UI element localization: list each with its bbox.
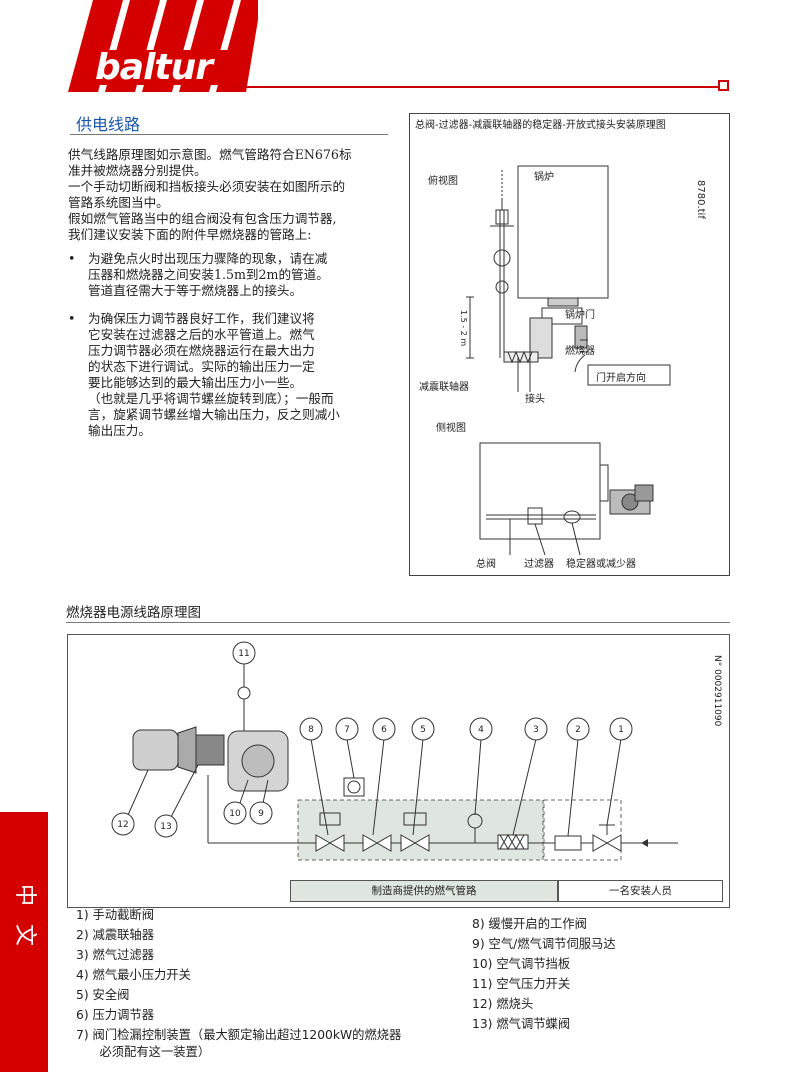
bullet-line: 为确保压力调节器良好工作，我们建议将 bbox=[88, 311, 315, 326]
legend-right: 8) 缓慢开启的工作阀 9) 空气/燃气调节伺服马达 10) 空气调节挡板 11… bbox=[472, 914, 730, 1034]
intro-line: 供气线路原理图如示意图。燃气管路符合EN676标 bbox=[68, 147, 352, 162]
header-rule-end bbox=[718, 80, 729, 91]
callout-1: 1 bbox=[618, 725, 624, 735]
legend-item: 必须配有这一装置） bbox=[76, 1045, 211, 1059]
callout-9: 9 bbox=[258, 809, 264, 819]
legend-item: 8) 缓慢开启的工作阀 bbox=[472, 917, 587, 931]
legend-item: 9) 空气/燃气调节伺服马达 bbox=[472, 937, 616, 951]
intro-line: 一个手动切断阀和挡板接头必须安装在如图所示的 bbox=[68, 179, 346, 194]
bullet-line: 输出压力。 bbox=[88, 423, 151, 438]
bullet-line: 为避免点火时出现压力骤降的现象，请在减 bbox=[88, 251, 328, 266]
legend-item: 6) 压力调节器 bbox=[76, 1008, 155, 1022]
legend-item: 10) 空气调节挡板 bbox=[472, 957, 571, 971]
baltur-logo bbox=[68, 0, 258, 92]
damper-label: 减震联轴器 bbox=[419, 382, 469, 393]
callout-12: 12 bbox=[117, 820, 128, 830]
callout-13: 13 bbox=[160, 822, 171, 832]
callout-6: 6 bbox=[381, 725, 387, 735]
filter-label: 过滤器 bbox=[524, 559, 554, 570]
figure-code: 8780.tif bbox=[695, 180, 706, 219]
legend-item: 2) 减震联轴器 bbox=[76, 928, 155, 942]
legend-item: 13) 燃气调节蝶阀 bbox=[472, 1017, 571, 1031]
installer-label: 一名安装人员 bbox=[609, 885, 672, 897]
legend-item: 1) 手动截断阀 bbox=[76, 908, 155, 922]
intro-line: 假如燃气管路当中的组合阀没有包含压力调节器, bbox=[68, 211, 337, 226]
legend-item: 7) 阀门检漏控制装置（最大额定输出超过1200kW的燃烧器 bbox=[76, 1028, 402, 1042]
callout-10: 10 bbox=[229, 809, 241, 819]
joint-label: 接头 bbox=[525, 394, 545, 405]
bullet-line: （也就是几乎将调节螺丝旋转到底）；一般而 bbox=[88, 391, 334, 406]
callout-8: 8 bbox=[308, 725, 314, 735]
section-title: 燃烧器电源线路原理图 bbox=[66, 605, 201, 621]
callout-2: 2 bbox=[575, 725, 581, 735]
callout-4: 4 bbox=[478, 725, 484, 735]
top-view-label: 俯视图 bbox=[428, 176, 458, 187]
installation-diagram bbox=[409, 113, 730, 576]
legend-item: 12) 燃烧头 bbox=[472, 997, 534, 1011]
manufacturer-gas-train-box: 制造商提供的燃气管路 bbox=[290, 880, 558, 902]
legend-item: 3) 燃气过滤器 bbox=[76, 948, 155, 962]
callout-7: 7 bbox=[344, 725, 350, 735]
section-title: 供电线路 bbox=[76, 115, 141, 134]
header-rule bbox=[235, 86, 720, 88]
bullet-line: 的状态下进行调试。实际的输出压力一定 bbox=[88, 359, 315, 374]
language-char: 文 bbox=[12, 923, 37, 946]
callout-5: 5 bbox=[420, 725, 426, 735]
bullet-line: 言，旋紧调节螺丝增大输出压力，反之则减小 bbox=[88, 407, 340, 422]
main-valve-label: 总阀 bbox=[476, 559, 496, 570]
bullet-line: 要比能够达到的最大输出压力小一些。 bbox=[88, 375, 303, 390]
bullet-icon: • bbox=[68, 251, 76, 266]
bullet-line: 压力调节器必须在燃烧器运行在最大出力 bbox=[88, 343, 315, 358]
legend-item: 4) 燃气最小压力开关 bbox=[76, 968, 191, 982]
burner-label: 燃烧器 bbox=[565, 346, 595, 357]
legend-item: 11) 空气压力开关 bbox=[472, 977, 571, 991]
section-rule bbox=[70, 134, 388, 135]
figure-code: N° 0002911090 bbox=[712, 655, 722, 727]
callout-3: 3 bbox=[533, 725, 539, 735]
bullet-icon: • bbox=[68, 311, 76, 326]
legend-item: 5) 安全阀 bbox=[76, 988, 130, 1002]
gas-train-diagram bbox=[67, 634, 730, 908]
bullet-line: 压器和燃烧器之间安装1.5m到2m的管道。 bbox=[88, 267, 329, 282]
door-open-direction-label: 门开启方向 bbox=[596, 373, 646, 384]
installation-drawing bbox=[466, 165, 671, 556]
intro-line: 我们建议安装下面的附件早燃烧器的管路上: bbox=[68, 227, 312, 242]
intro-text: 供气线路原理图如示意图。燃气管路符合EN676标 准并被燃烧器分别提供。 一个手… bbox=[68, 147, 398, 243]
bullet-line: 管道直径需大于等于燃烧器上的接头。 bbox=[88, 283, 303, 298]
bullet-item: • 为避免点火时出现压力骤降的现象，请在减 压器和燃烧器之间安装1.5m到2m的… bbox=[68, 251, 398, 299]
logo-text: baltur bbox=[95, 47, 213, 88]
side-view-label: 侧视图 bbox=[436, 423, 466, 434]
boiler-label: 锅炉 bbox=[534, 172, 554, 183]
legend-left: 1) 手动截断阀 2) 减震联轴器 3) 燃气过滤器 4) 燃气最小压力开关 5… bbox=[76, 905, 456, 1059]
language-tab bbox=[0, 812, 48, 1072]
bullet-line: 它安装在过滤器之后的水平管道上。燃气 bbox=[88, 327, 315, 342]
intro-line: 准并被燃烧器分别提供。 bbox=[68, 163, 207, 178]
installer-box: 一名安装人员 bbox=[558, 880, 723, 902]
boiler-door-label: 锅炉门 bbox=[565, 310, 595, 321]
intro-line: 管路系统图当中。 bbox=[68, 195, 169, 210]
section-rule bbox=[66, 622, 730, 623]
language-char: 中 bbox=[12, 883, 37, 906]
manufacturer-gas-train-label: 制造商提供的燃气管路 bbox=[371, 885, 477, 897]
callout-11: 11 bbox=[238, 649, 249, 659]
diagram-title: 总阀-过滤器-减震联轴器的稳定器-开放式接头安装原理图 bbox=[415, 120, 666, 131]
gas-train-drawing: 11 8 7 6 5 4 3 2 1 12 13 10 9 bbox=[111, 641, 678, 861]
stabilizer-label: 稳定器或减少器 bbox=[566, 559, 636, 570]
length-label: 1.5 - 2 m bbox=[459, 310, 468, 347]
bullet-item: • 为确保压力调节器良好工作，我们建议将 它安装在过滤器之后的水平管道上。燃气 … bbox=[68, 311, 398, 439]
language-tab-label: 中 文 bbox=[6, 875, 42, 955]
